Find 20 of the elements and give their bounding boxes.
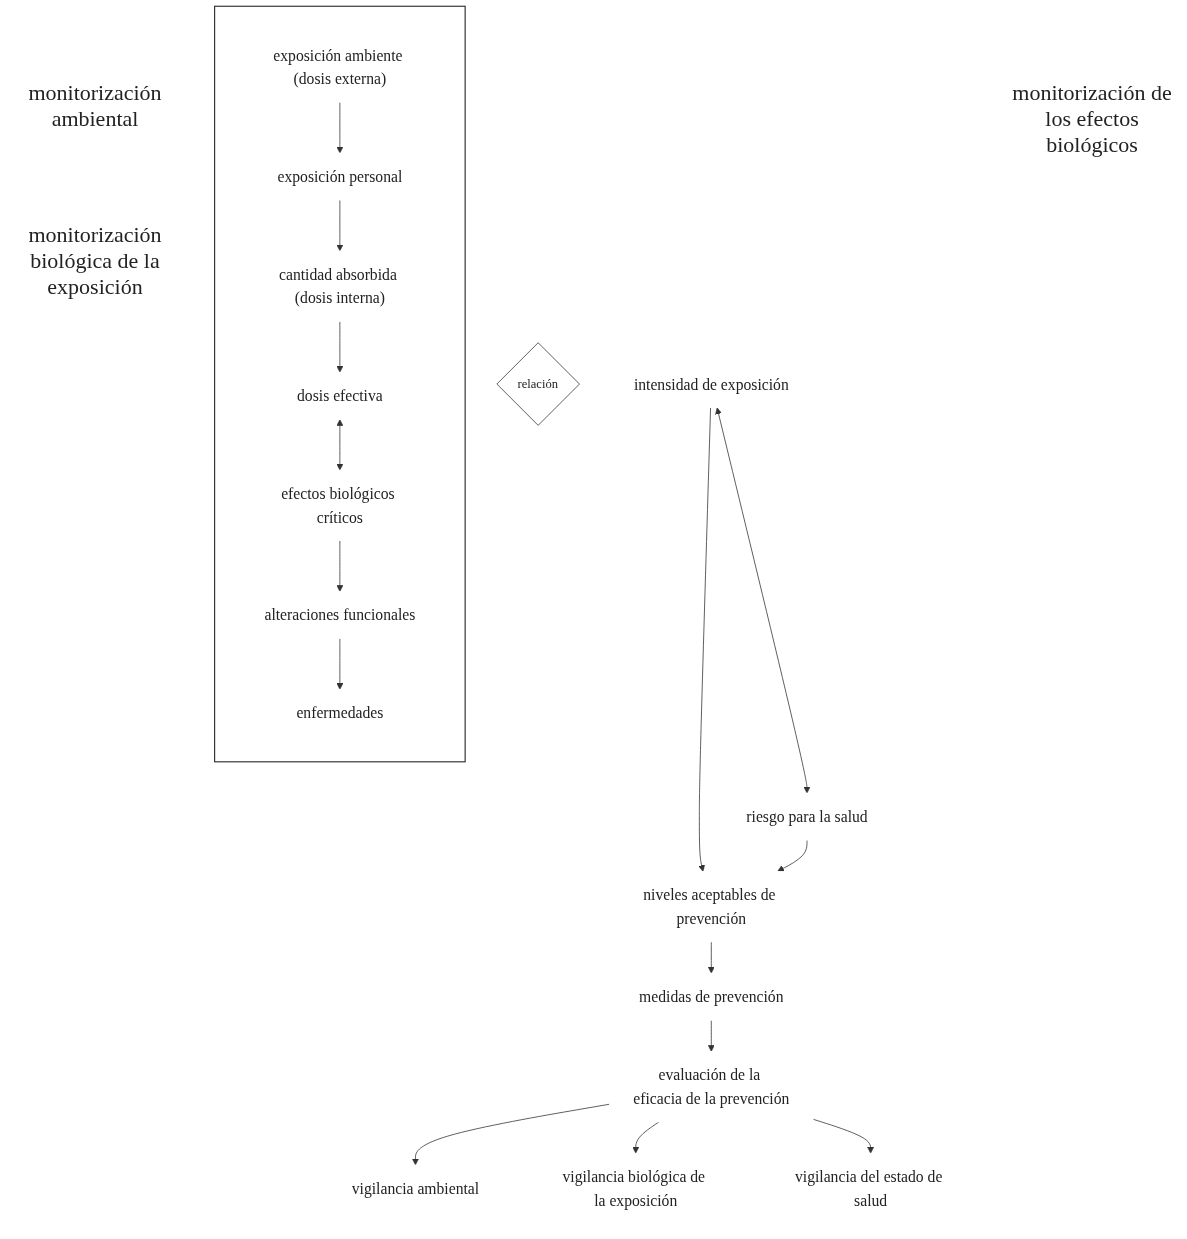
node-text: evaluación de la eficacia de la prevención (633, 1066, 790, 1108)
side-label: monitorización biológica de la exposición (27, 222, 163, 300)
node-text: efectos biológicos críticos (281, 485, 395, 526)
node-text: medidas de prevención (639, 988, 784, 1006)
node-diamond: relación (496, 342, 580, 426)
node-text: vigilancia ambiental (351, 1179, 480, 1198)
node-text: riesgo para la salud (746, 807, 868, 826)
node-text: niveles aceptables de prevención (643, 886, 776, 927)
cluster (214, 5, 466, 763)
node-text: vigilancia del estado de salud (794, 1168, 943, 1209)
node-text: cantidad absorbida (dosis interna) (279, 265, 397, 307)
node-text: dosis efectiva (297, 387, 383, 405)
side-label: monitorización de los efectos biológicos (1011, 80, 1173, 158)
node-text: intensidad de exposición (633, 375, 789, 393)
node-text: alteraciones funcionales (264, 606, 416, 624)
node-text: enfermedades (296, 704, 384, 722)
node-text: vigilancia biológica de la exposición (562, 1168, 706, 1209)
node-text: exposición personal (277, 167, 403, 186)
node-text: exposición ambiente (dosis externa) (273, 46, 403, 88)
side-label: monitorización ambiental (27, 80, 163, 132)
